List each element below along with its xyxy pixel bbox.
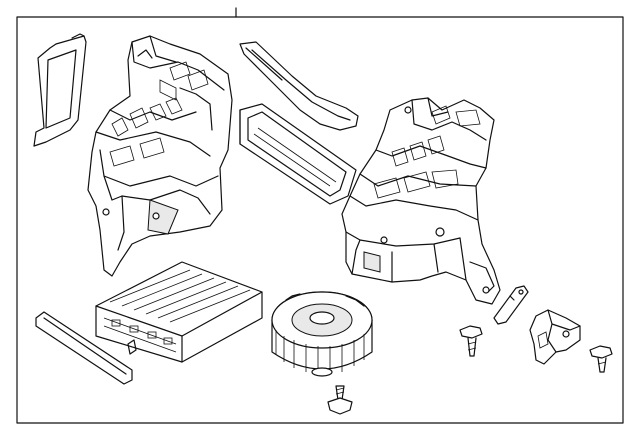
heater-case-gasket-strip [33,33,87,147]
blower-motor-fan [271,291,373,377]
screw-bottom [327,385,353,415]
resistor-clip [493,285,529,325]
cabin-air-filter [95,261,263,363]
blower-case-assembly [341,97,501,305]
diagram-border [16,7,624,424]
heater-case-left-half [87,35,233,277]
screw-right [589,345,613,373]
filter-cover-seal [35,311,137,385]
case-seal-gasket [239,41,359,131]
filter-access-frame [239,103,357,205]
blower-resistor [529,309,581,365]
screw-upper-middle [459,325,483,357]
